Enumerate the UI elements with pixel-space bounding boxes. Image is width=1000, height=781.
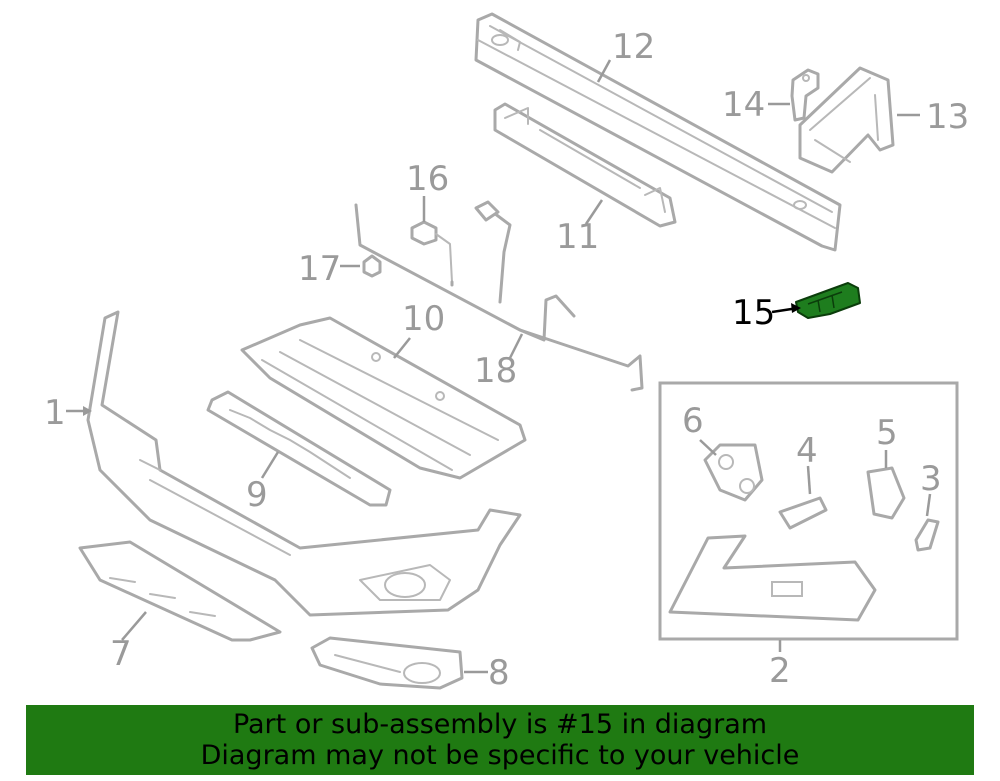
part-13-bracket	[798, 66, 895, 174]
part-9-bracket	[206, 390, 392, 507]
part-16-sensor	[410, 220, 453, 283]
callout-6: 6	[682, 401, 704, 441]
banner-line-1: Part or sub-assembly is #15 in diagram	[232, 709, 768, 740]
info-banner: Part or sub-assembly is #15 in diagram D…	[26, 705, 974, 775]
callout-17: 17	[298, 249, 341, 289]
callout-12: 12	[612, 27, 655, 67]
callout-15: 15	[732, 293, 775, 333]
callout-9: 9	[246, 475, 268, 515]
callout-3: 3	[920, 459, 942, 499]
callout-2: 2	[769, 651, 791, 691]
callout-11: 11	[556, 217, 599, 257]
part-17-clip	[362, 254, 382, 278]
part-8-fog-bezel	[310, 636, 464, 690]
callout-4: 4	[796, 431, 818, 471]
part-14-bracket	[790, 68, 820, 122]
callout-18: 18	[474, 351, 517, 391]
part-15-highlighted-bracket[interactable]	[795, 282, 861, 319]
callout-1: 1	[44, 393, 66, 433]
part-10-undertray	[240, 316, 527, 480]
parts-diagram: 1 2 3 4 5 6 7 8 9 10 11 12 13 14 15 16 1…	[44, 12, 969, 693]
part-12-reinforcement-beam	[474, 12, 842, 252]
callout-16: 16	[406, 159, 449, 199]
callout-8: 8	[488, 653, 510, 693]
part-11-absorber	[493, 102, 677, 228]
callout-13: 13	[926, 97, 969, 137]
banner-line-2: Diagram may not be specific to your vehi…	[200, 740, 800, 771]
part-18-wiring-harness	[354, 200, 644, 392]
part-1-bumper-cover	[86, 310, 522, 617]
callout-7: 7	[110, 634, 132, 674]
callout-5: 5	[876, 413, 898, 453]
leader-lines	[66, 59, 932, 674]
part-7-lower-grille	[78, 540, 282, 642]
kit-box-part-2	[658, 381, 959, 641]
callout-14: 14	[722, 85, 765, 125]
callout-numbers: 1 2 3 4 5 6 7 8 9 10 11 12 13 14 15 16 1…	[44, 27, 969, 693]
callout-10: 10	[402, 299, 445, 339]
